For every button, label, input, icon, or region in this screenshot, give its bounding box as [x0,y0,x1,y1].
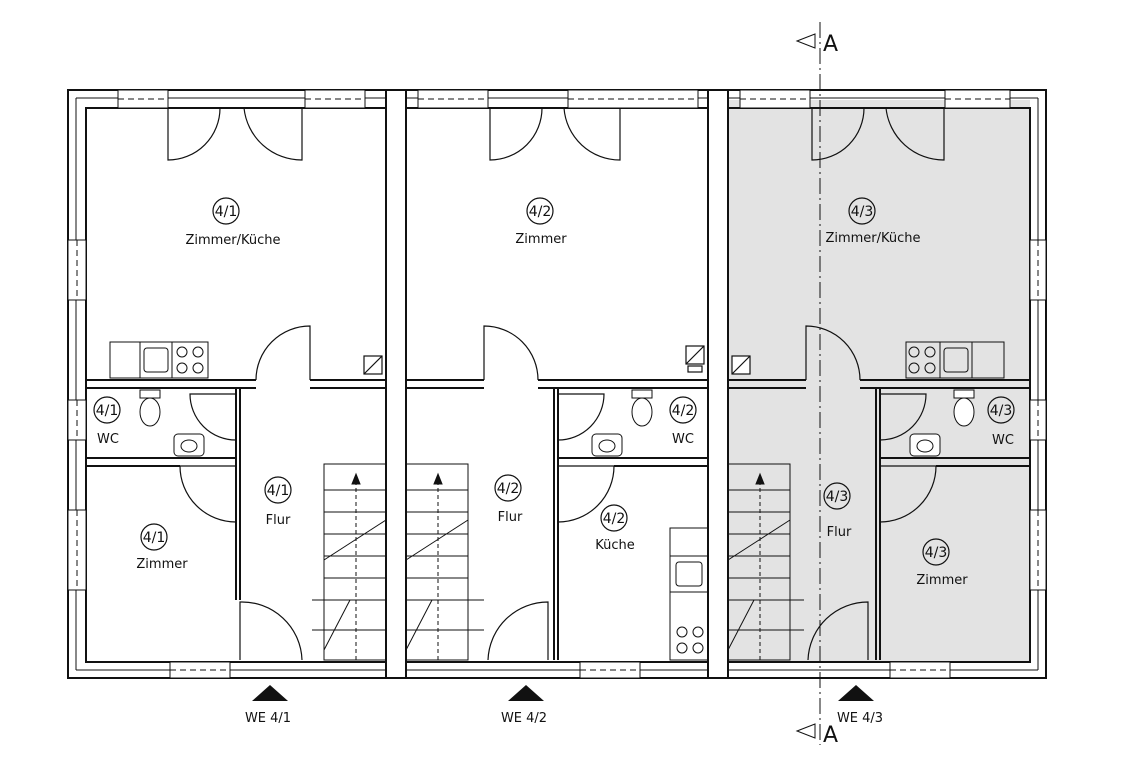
entrance-label-4-3: WE 4/3 [837,711,883,726]
room-number: 4/2 [672,403,695,419]
room-number: 4/3 [925,545,948,561]
entrance-labels: WE 4/1 WE 4/2 WE 4/3 [245,711,883,726]
entrance-label-4-2: WE 4/2 [501,711,547,726]
room-number: 4/1 [143,530,166,546]
room-name: Zimmer [916,573,968,588]
room-name: Flur [827,525,852,540]
shaft-symbols [363,345,751,375]
entrance-marker-4-1 [252,685,288,701]
section-label-bottom: A [823,723,838,748]
entrance-label-4-1: WE 4/1 [245,711,291,726]
section-label-top: A [823,32,838,57]
room-name: Flur [266,513,291,528]
stair-arrows [351,472,765,660]
party-walls [385,89,729,679]
room-name: Zimmer/Küche [825,231,920,246]
room-name: Flur [498,510,523,525]
room-number: 4/2 [497,481,520,497]
room-number: 4/3 [851,204,874,220]
entrance-marker-4-2 [508,685,544,701]
entrance-markers [252,685,874,701]
room-circles [93,197,1015,566]
window-lines [76,98,1039,671]
room-labels: 4/1 Zimmer/Küche 4/1 WC 4/1 Flur 4/1 Zim… [96,204,1014,588]
room-number: 4/2 [529,204,552,220]
room-name: Zimmer/Küche [185,233,280,248]
interior-walls [86,379,1030,660]
room-name: Küche [595,538,635,553]
doors [167,107,945,661]
room-name: WC [97,432,119,447]
room-number: 4/2 [603,511,626,527]
room-name: Zimmer [515,232,567,247]
room-number: 4/1 [267,483,290,499]
room-name: Zimmer [136,557,188,572]
stairs [312,463,804,661]
room-number: 4/3 [990,403,1013,419]
room-number: 4/1 [215,204,238,220]
section-line [795,22,821,745]
room-number: 4/1 [96,403,119,419]
wc-fixtures [139,389,975,457]
kitchen-fixtures [109,341,1005,661]
room-number: 4/3 [826,489,849,505]
room-name: WC [992,433,1014,448]
room-name: WC [672,432,694,447]
entrance-marker-4-3 [838,685,874,701]
